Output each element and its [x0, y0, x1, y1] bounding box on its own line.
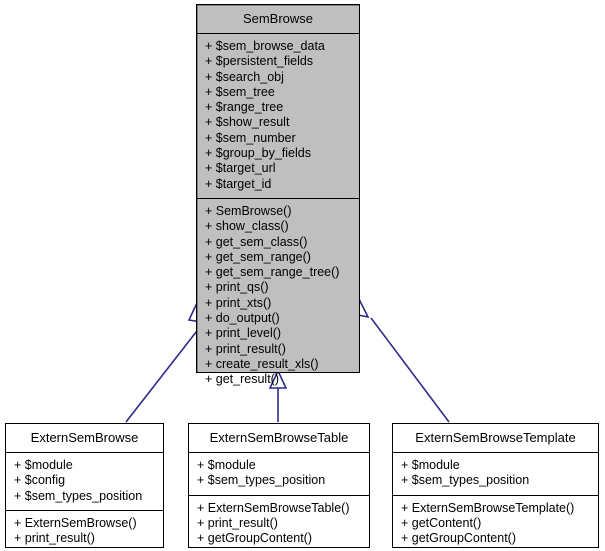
attribute-row: + $sem_browse_data — [205, 39, 325, 53]
method-row: + get_result() — [205, 372, 279, 387]
class-title-extern-sem-browse-template: ExternSemBrowseTemplate — [415, 430, 576, 445]
class-title-sem-browse: SemBrowse — [242, 11, 314, 26]
method-row: + ExternSemBrowseTable() — [197, 500, 350, 515]
methods-compartment-extern-sem-browse: + ExternSemBrowse() + print_result() — [6, 511, 163, 551]
attribute-row: + $target_id — [205, 176, 272, 191]
method-row: + get_sem_range() — [205, 249, 311, 264]
methods-compartment-extern-sem-browse-table: + ExternSemBrowseTable() + print_result(… — [189, 496, 369, 551]
attribute-row: + $persistent_fields — [205, 54, 314, 69]
method-row: + get_sem_range_tree() — [205, 265, 340, 280]
attribute-row: + $target_url — [205, 161, 276, 176]
method-row: + getContent() — [401, 515, 482, 530]
class-separator — [393, 494, 598, 496]
attributes-compartment-extern-sem-browse-template: + $module + $sem_types_position — [393, 453, 598, 495]
attributes-compartment-extern-sem-browse-table: + $module + $sem_types_position — [189, 453, 369, 495]
method-row: + do_output() — [205, 311, 280, 326]
attribute-row: + $sem_number — [205, 130, 296, 145]
attribute-row: + $group_by_fields — [205, 146, 311, 161]
class-separator — [189, 494, 369, 496]
methods-compartment-sem-browse: + SemBrowse() + show_class() + get_sem_c… — [197, 199, 359, 394]
attribute-row: + $module — [401, 458, 460, 472]
class-box-extern-sem-browse-template[interactable]: ExternSemBrowseTemplate + $module + $sem… — [392, 423, 599, 548]
attribute-row: + $sem_tree — [205, 84, 275, 99]
class-separator — [189, 452, 369, 453]
class-box-sem-browse[interactable]: SemBrowse + $sem_browse_data + $persiste… — [196, 4, 360, 386]
attribute-row: + $config — [14, 473, 66, 488]
class-box-extern-sem-browse[interactable]: ExternSemBrowse + $module + $config + $s… — [5, 423, 164, 548]
method-row: + print_result() — [197, 515, 278, 530]
method-row: + ExternSemBrowseTemplate() — [401, 500, 575, 515]
class-title-extern-sem-browse: ExternSemBrowse — [30, 430, 139, 445]
attribute-row: + $sem_types_position — [401, 473, 530, 488]
attribute-row: + $module — [14, 458, 73, 472]
class-separator — [6, 452, 163, 453]
edge-extern-sem-browse-template — [347, 297, 450, 423]
method-row: + getGroupContent() — [401, 531, 516, 546]
method-row: + print_xts() — [205, 295, 272, 310]
method-row: + print_result() — [205, 341, 286, 356]
class-separator — [393, 452, 598, 453]
class-separator — [6, 509, 163, 511]
method-row: + getGroupContent() — [197, 531, 312, 546]
class-box-extern-sem-browse-table[interactable]: ExternSemBrowseTable + $module + $sem_ty… — [188, 423, 370, 548]
method-row: + get_sem_class() — [205, 234, 308, 249]
method-row: + print_result() — [14, 531, 95, 546]
method-row: + show_class() — [205, 219, 289, 234]
attribute-row: + $range_tree — [205, 100, 284, 115]
attribute-row: + $show_result — [205, 115, 290, 130]
attribute-row: + $module — [197, 458, 256, 472]
method-row: + print_qs() — [205, 280, 269, 295]
attributes-compartment-sem-browse: + $sem_browse_data + $persistent_fields … — [197, 34, 359, 198]
method-row: + print_level() — [205, 326, 282, 341]
method-row: + create_result_xls() — [205, 356, 319, 371]
class-title-extern-sem-browse-table: ExternSemBrowseTable — [209, 430, 349, 445]
method-row: + SemBrowse() — [205, 203, 292, 218]
methods-compartment-extern-sem-browse-template: + ExternSemBrowseTemplate() + getContent… — [393, 496, 598, 551]
class-separator — [197, 197, 359, 199]
class-separator — [197, 33, 359, 34]
attribute-row: + $sem_types_position — [197, 473, 326, 488]
method-row: + ExternSemBrowse() — [14, 515, 137, 530]
attribute-row: + $sem_types_position — [14, 488, 143, 503]
attributes-compartment-extern-sem-browse: + $module + $config + $sem_types_positio… — [6, 453, 163, 510]
attribute-row: + $search_obj — [205, 69, 284, 84]
